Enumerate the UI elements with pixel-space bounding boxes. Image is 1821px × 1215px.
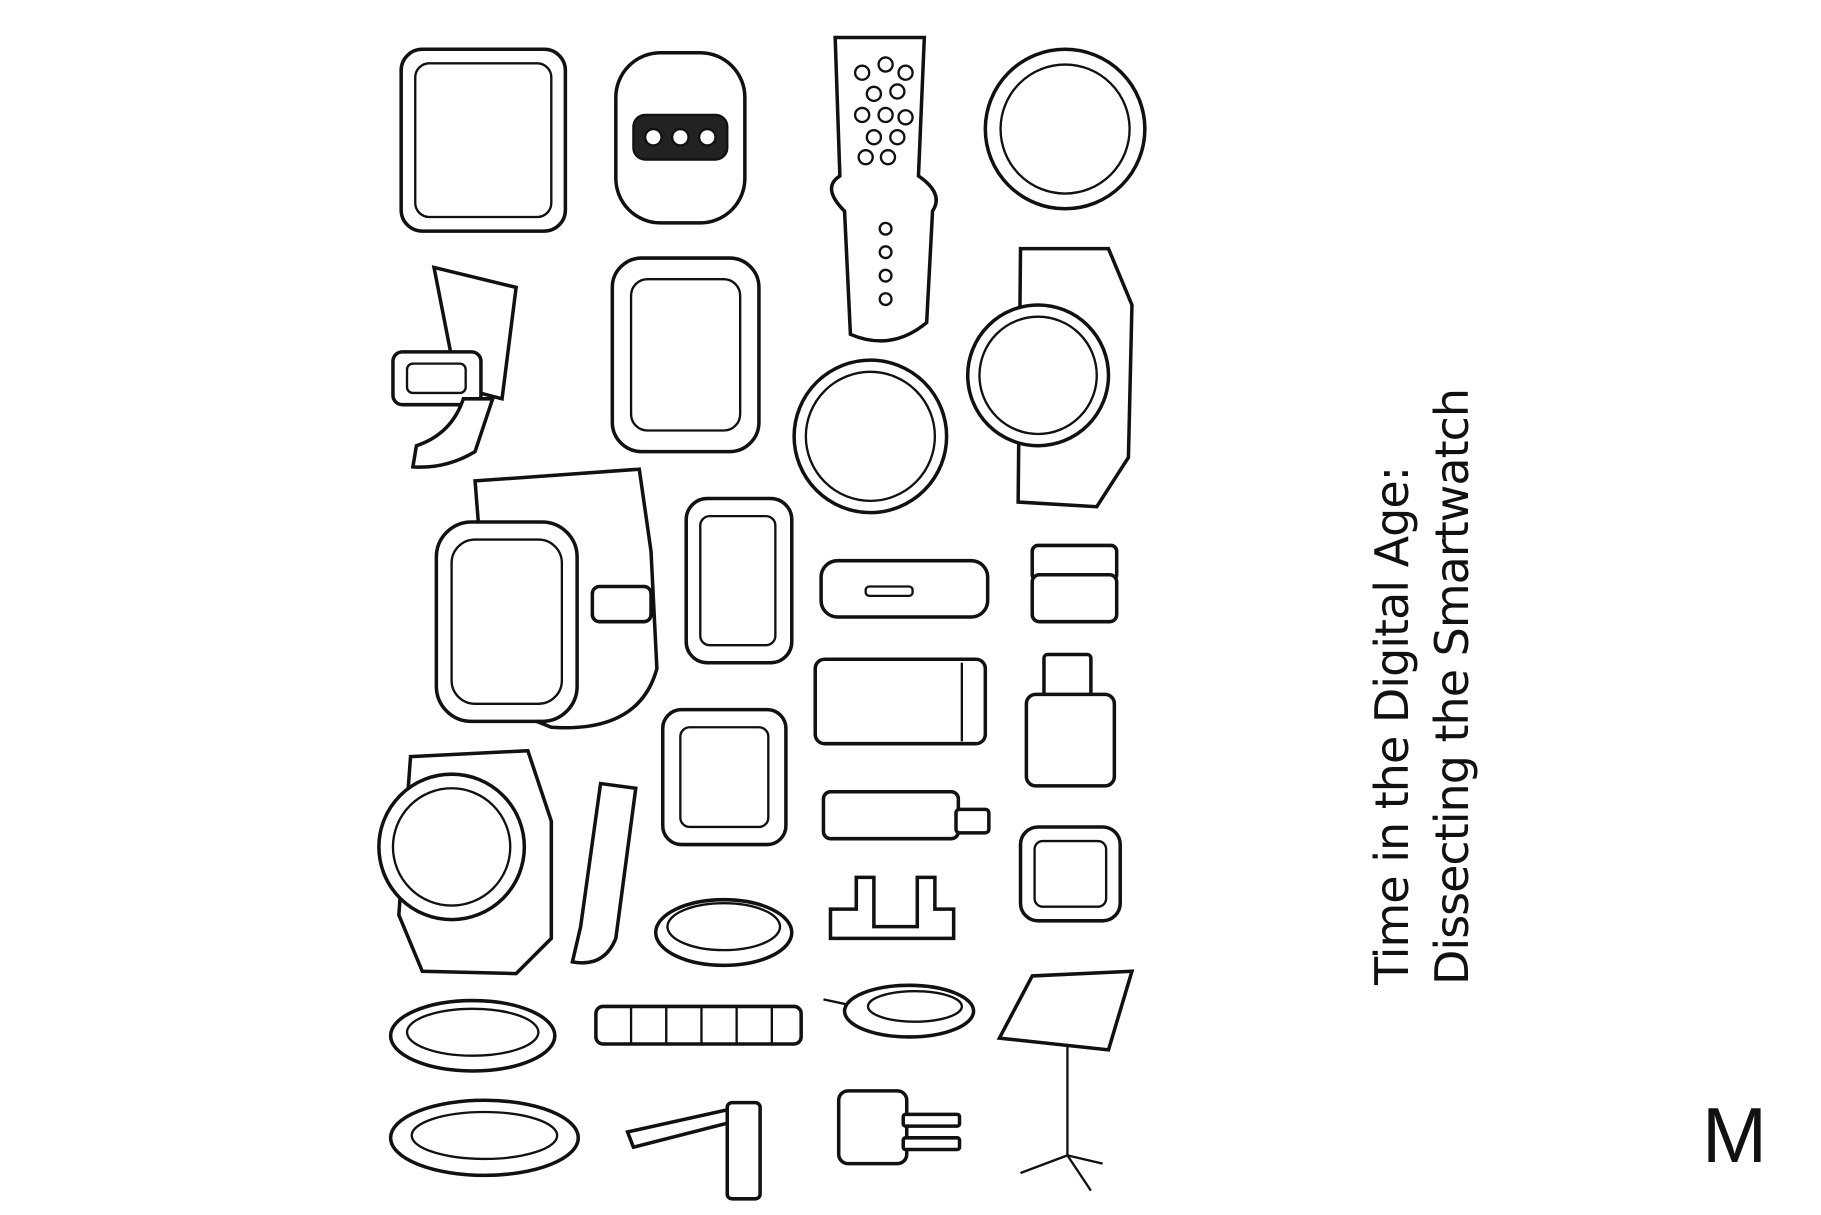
slim-case-frame <box>684 496 794 665</box>
small-connector <box>1030 543 1119 624</box>
sensor-back-cover <box>614 51 747 225</box>
title-line-2: Dissecting the Smartwatch <box>1425 388 1479 985</box>
mounting-bracket <box>828 875 956 941</box>
sealing-ring <box>388 998 557 1073</box>
clasp-ring <box>823 983 976 1039</box>
battery-block <box>813 657 988 746</box>
square-screen-panel <box>399 47 568 233</box>
power-plug <box>836 1089 962 1166</box>
charging-module <box>819 558 990 619</box>
rectangular-case-frame <box>610 256 761 454</box>
pin-tool <box>625 1100 762 1201</box>
corner-mark: M <box>1702 1091 1767 1179</box>
round-watch-case-with-band <box>965 246 1134 509</box>
sport-band <box>829 35 938 343</box>
loose-strap <box>570 781 638 965</box>
thin-ring <box>792 358 949 515</box>
gasket-ring <box>388 1098 581 1178</box>
poster-title: Time in the Digital Age: Dissecting the … <box>1362 389 1482 985</box>
compact-frame <box>1018 825 1122 923</box>
usb-stick <box>821 790 991 841</box>
flat-ring <box>653 897 794 968</box>
title-line-1: Time in the Digital Age: <box>1365 466 1419 985</box>
square-smartwatch <box>434 467 659 730</box>
square-bezel-frame <box>660 707 788 847</box>
link-bracelet-segment <box>594 1004 803 1046</box>
bezel-ring <box>983 47 1147 211</box>
buckle-strap <box>391 265 519 469</box>
round-smartwatch <box>377 748 554 976</box>
display-stand <box>996 969 1135 1192</box>
usb-dongle <box>1024 652 1117 788</box>
